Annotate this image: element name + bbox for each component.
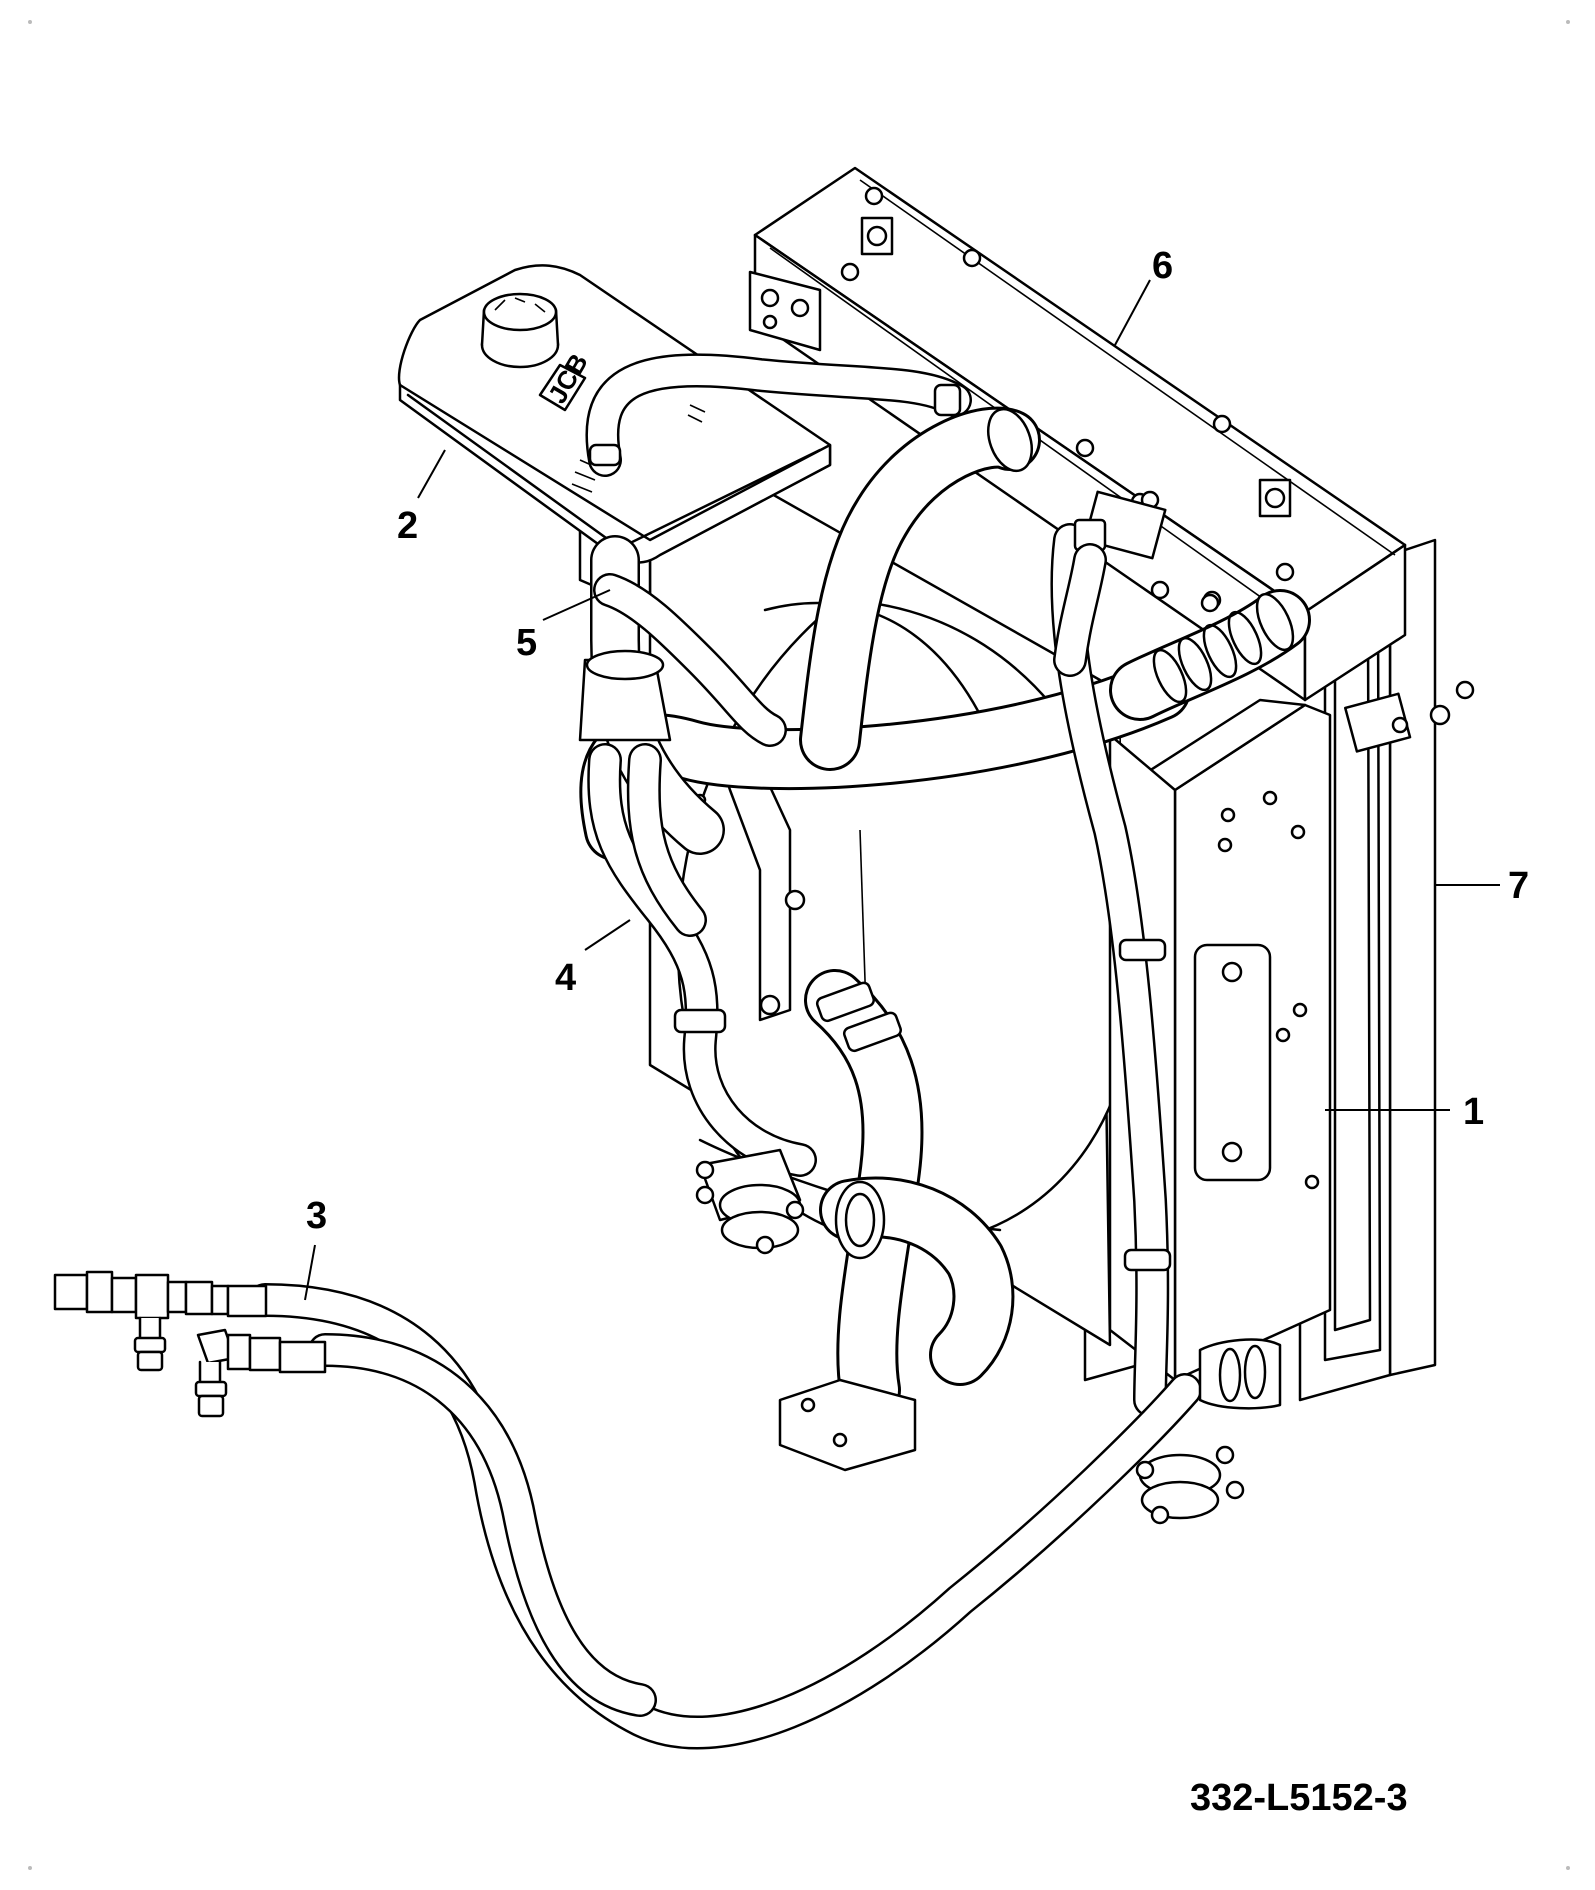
hose-fitting	[194, 1328, 327, 1418]
mounting-block	[1344, 680, 1475, 753]
corner-mark-bottom-right	[1566, 1866, 1570, 1870]
leader-lines	[304, 279, 1500, 1301]
callout-4: 4	[555, 957, 576, 999]
upper-inlet-hose	[799, 406, 1041, 771]
corrugated-connector	[1109, 589, 1311, 721]
tank-outlet-hose	[578, 535, 787, 855]
callout-labels: 1 2 3 4 5 6 7	[306, 245, 1529, 1237]
leader-4	[584, 919, 631, 951]
filler-cap	[480, 292, 560, 369]
lower-flange	[695, 1148, 805, 1255]
callout-3: 3	[306, 1195, 327, 1237]
callout-7: 7	[1508, 865, 1529, 907]
corner-mark-top-left	[28, 20, 32, 24]
hose-clamp	[1123, 1248, 1172, 1272]
leader-5	[542, 589, 611, 621]
temperature-sender	[1053, 438, 1167, 677]
hose-assembly	[53, 353, 1475, 1750]
callout-5: 5	[516, 622, 537, 664]
bracket-grommet	[1258, 478, 1292, 518]
hose-clamp	[815, 981, 875, 1023]
hydraulic-hose-pair	[53, 1270, 1202, 1750]
callout-6: 6	[1152, 245, 1173, 287]
bracket-grommet	[860, 216, 894, 256]
bracket-bolt	[1150, 580, 1170, 600]
leader-6	[1114, 279, 1151, 346]
hose-fitting	[53, 1270, 268, 1372]
side-cover-plate	[1193, 943, 1272, 1182]
hose-clamp	[842, 1011, 902, 1053]
top-bracket	[748, 166, 1407, 702]
figure-reference-code: 332-L5152-3	[1190, 1777, 1408, 1819]
corner-mark-top-right	[1566, 20, 1570, 24]
corner-mark-bottom-left	[28, 1866, 32, 1870]
lower-elbow	[778, 1176, 1015, 1472]
bypass-hose	[587, 743, 817, 1177]
lower-flange	[1135, 1338, 1282, 1525]
hose-clamp	[1118, 938, 1167, 962]
overflow-hose	[585, 353, 972, 477]
lower-radiator-hose	[804, 969, 924, 1421]
leader-2	[417, 449, 446, 499]
callout-2: 2	[397, 505, 418, 547]
hose-clamp	[673, 1008, 727, 1034]
leader-3	[304, 1244, 316, 1301]
callout-1: 1	[1463, 1091, 1484, 1133]
bracket-bolt	[1200, 593, 1220, 613]
